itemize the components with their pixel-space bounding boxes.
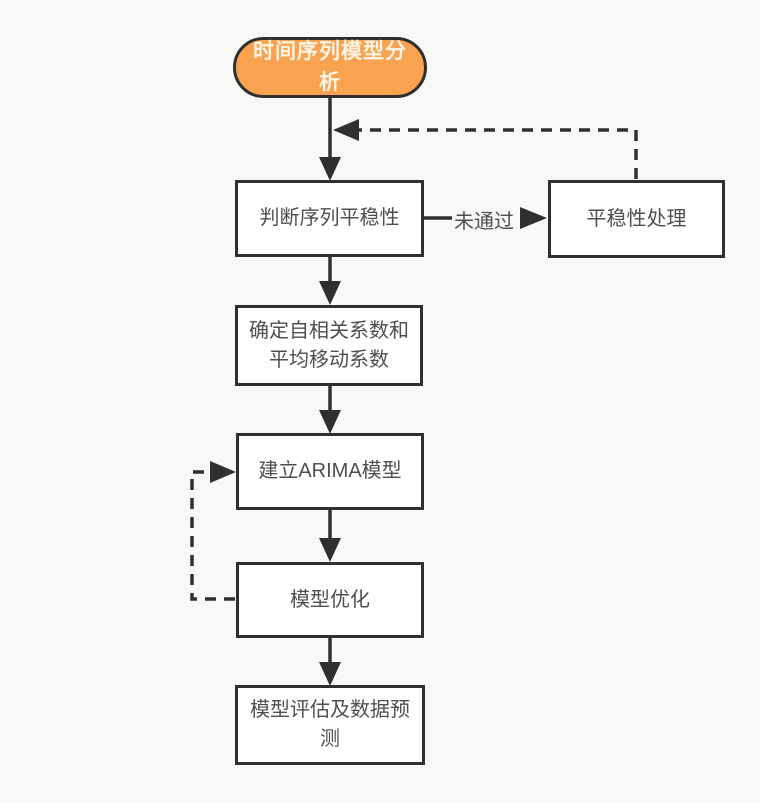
edge-optimization-to-evaluation-arrow: [319, 638, 341, 686]
edge-start-to-check-arrow: [319, 98, 341, 181]
node-stationarity-processing-label: 平稳性处理: [586, 207, 687, 230]
node-determine-coefficients: 确定自相关系数和平均移动系数: [235, 305, 423, 386]
edge-optimization-loop-dashed-arrow: [190, 461, 236, 601]
node-check-stationarity-label: 判断序列平稳性: [259, 207, 400, 229]
edge-coefficients-to-arima-arrow: [319, 386, 341, 434]
edge-processing-return-dashed-arrow: [333, 119, 638, 179]
node-model-evaluation-label: 模型评估及数据预测: [250, 699, 410, 750]
node-determine-coefficients-label: 确定自相关系数和平均移动系数: [249, 319, 409, 371]
node-model-optimization: 模型优化: [236, 562, 424, 638]
node-model-evaluation: 模型评估及数据预测: [235, 685, 425, 765]
node-build-arima: 建立ARIMA模型: [236, 433, 424, 510]
node-build-arima-label: 建立ARIMA模型: [258, 460, 402, 482]
edge-check-to-processing-arrow: [424, 207, 547, 229]
edge-label-not-passed: 未通过: [452, 205, 516, 234]
node-model-optimization-label: 模型优化: [290, 588, 370, 611]
node-stationarity-processing: 平稳性处理: [548, 180, 725, 258]
node-check-stationarity: 判断序列平稳性: [235, 180, 424, 257]
node-start-label: 时间序列模型分析: [253, 40, 407, 94]
node-start: 时间序列模型分析: [233, 37, 427, 98]
edge-arima-to-optimization-arrow: [319, 510, 341, 562]
edge-check-to-coefficients-arrow: [319, 257, 341, 305]
